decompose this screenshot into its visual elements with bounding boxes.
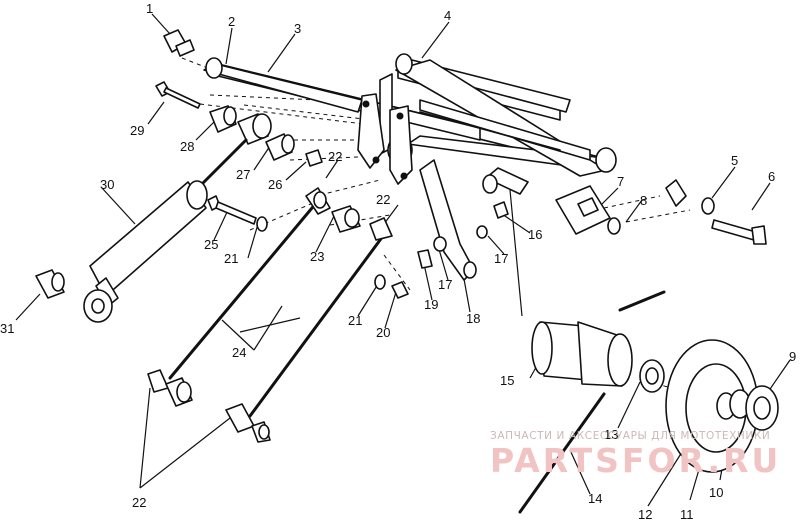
callout-13: 13 [604, 427, 619, 442]
idler-15 [531, 321, 665, 393]
bushings-upper [209, 105, 323, 167]
callout-17a: 17 [494, 251, 509, 266]
block-7 [555, 185, 621, 235]
callout-23: 23 [310, 249, 325, 264]
callout-29: 29 [130, 123, 145, 138]
callout-22a: 22 [328, 149, 343, 164]
callout-27: 27 [236, 167, 251, 182]
callout-8: 8 [640, 193, 648, 208]
callout-4: 4 [444, 8, 452, 23]
callout-12: 12 [638, 507, 653, 522]
callout-2: 2 [228, 14, 236, 29]
shock-absorber-30 [35, 138, 248, 323]
nut-washer-20-21 [374, 274, 409, 299]
callout-7: 7 [617, 174, 625, 189]
callout-1: 1 [146, 1, 154, 16]
bracket-18 [417, 159, 523, 317]
callout-18: 18 [466, 311, 481, 326]
bolt-29 [155, 81, 201, 109]
callout-15: 15 [500, 373, 515, 388]
bolt-6 [665, 179, 767, 245]
shaft-14 [518, 290, 666, 514]
callout-21a: 21 [224, 251, 239, 266]
swing-arm-frame [203, 53, 617, 195]
callout-25: 25 [204, 237, 219, 252]
wheel-assembly [665, 339, 779, 473]
callout-26: 26 [268, 177, 283, 192]
bolt-25 [207, 195, 268, 232]
callout-11: 11 [680, 507, 694, 522]
callout-16: 16 [528, 227, 543, 242]
callout-24: 24 [232, 345, 247, 360]
watermark-logo: PARTSFOR.RU [490, 441, 782, 480]
callout-14: 14 [588, 491, 603, 506]
callout-22b: 22 [376, 192, 391, 207]
callout-6: 6 [768, 169, 776, 184]
callout-3: 3 [294, 21, 302, 36]
callout-20: 20 [376, 325, 391, 340]
callout-10: 10 [709, 485, 724, 500]
callout-31: 31 [0, 321, 15, 336]
callout-9: 9 [789, 349, 797, 364]
callout-30: 30 [100, 177, 115, 192]
bolt-1 [163, 29, 195, 57]
callout-22c: 22 [132, 495, 147, 510]
callout-17b: 17 [438, 277, 453, 292]
callout-21b: 21 [348, 313, 363, 328]
watermark-tagline: ЗАПЧАСТИ И АКСЕССУАРЫ ДЛЯ МОТОТЕХНИКИ [490, 430, 771, 442]
callout-5: 5 [731, 153, 739, 168]
callout-19: 19 [424, 297, 439, 312]
tie-links-24 [147, 187, 393, 443]
callout-28: 28 [180, 139, 195, 154]
leader-lines [15, 13, 791, 507]
